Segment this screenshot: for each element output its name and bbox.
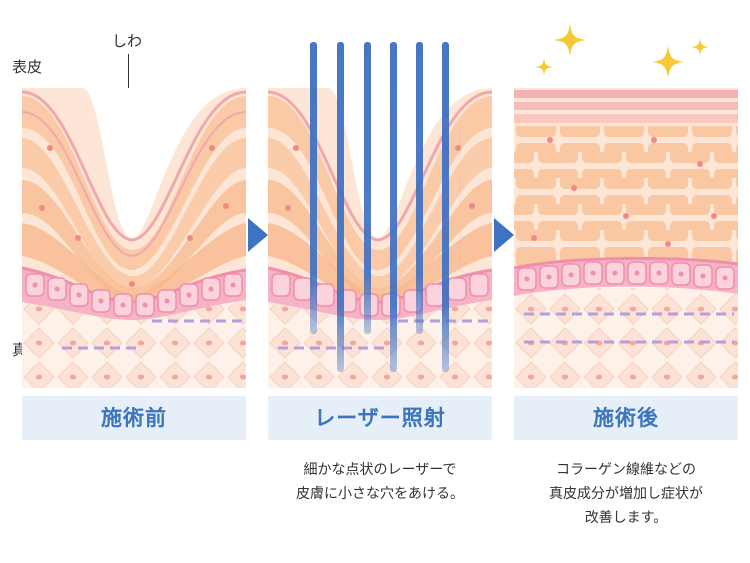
caption-after: 施術後 <box>514 396 738 440</box>
arrow-right-icon <box>248 218 268 252</box>
laser-beam <box>442 42 449 372</box>
description-laser: 細かな点状のレーザーで 皮膚に小さな穴をあける。 <box>260 458 500 506</box>
caption-laser: レーザー照射 <box>268 396 492 440</box>
skin-before-illustration <box>22 88 246 388</box>
panel-after <box>514 88 738 388</box>
skin-after-illustration <box>514 88 738 388</box>
laser-beam <box>310 42 317 334</box>
label-wrinkle: しわ <box>112 32 143 50</box>
description-line: 改善します。 <box>584 510 668 526</box>
label-epidermis: 表皮 <box>12 58 43 76</box>
laser-beam <box>390 42 397 372</box>
caption-before: 施術前 <box>22 396 246 440</box>
description-line: 真皮成分が増加し症状が <box>549 486 703 502</box>
skin-laser-illustration <box>268 88 492 388</box>
description-line: 細かな点状のレーザーで <box>303 462 457 478</box>
panel-laser <box>268 88 492 388</box>
laser-beam <box>337 42 344 372</box>
description-line: コラーゲン線維などの <box>556 462 696 478</box>
description-after: コラーゲン線維などの 真皮成分が増加し症状が 改善します。 <box>506 458 746 530</box>
laser-beam <box>416 42 423 334</box>
arrow-right-icon <box>494 218 514 252</box>
laser-beam <box>364 42 371 334</box>
panel-before <box>22 88 246 388</box>
sparkle-icon <box>535 24 709 78</box>
laser-beams <box>310 42 449 372</box>
description-line: 皮膚に小さな穴をあける。 <box>296 486 464 502</box>
